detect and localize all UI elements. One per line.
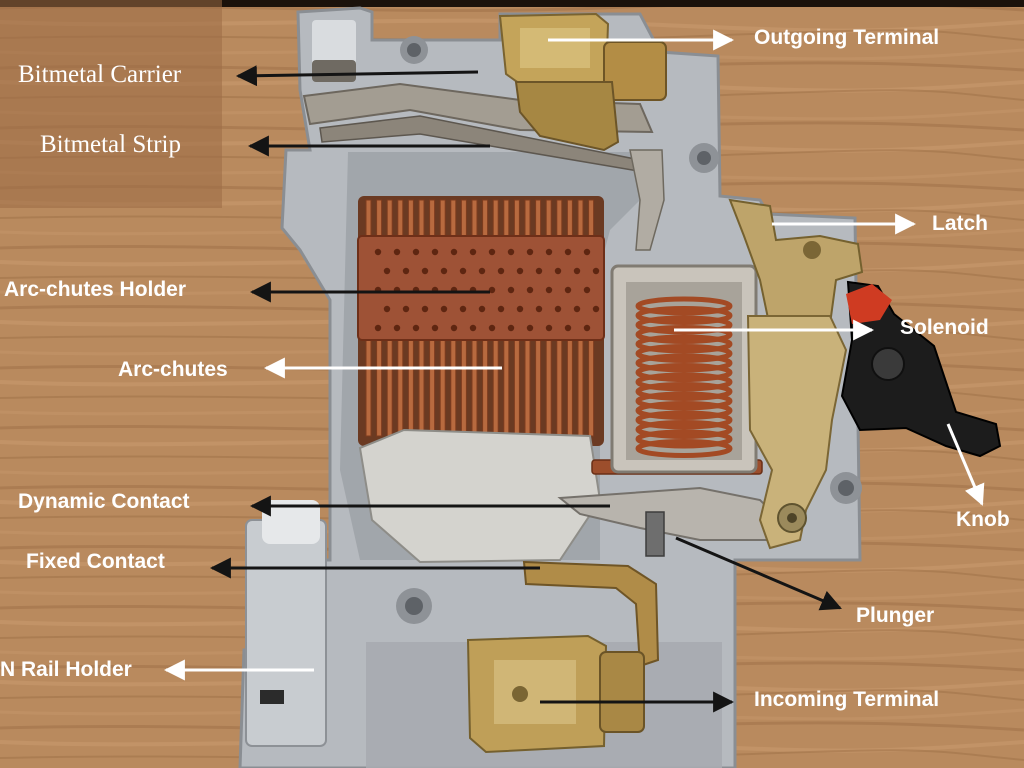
solenoid-coil-turn	[635, 429, 733, 449]
solenoid-coil-turn	[635, 401, 733, 420]
holder-hole	[374, 324, 382, 332]
holder-hole	[592, 267, 600, 275]
arrow-plunger	[675, 536, 842, 611]
holder-hole	[440, 267, 448, 275]
solenoid-coil-turn	[635, 325, 733, 344]
solenoid-coil-turn	[635, 334, 733, 354]
label-plunger: Plunger	[856, 604, 934, 627]
holder-hole	[507, 324, 515, 332]
holder-hole	[488, 286, 496, 294]
solenoid-coil-turn	[635, 296, 733, 316]
holder-hole	[592, 305, 600, 313]
holder-hole	[450, 248, 458, 256]
solenoid-coil-turn	[635, 363, 733, 382]
holder-hole	[478, 267, 486, 275]
holder-hole	[402, 267, 410, 275]
holder-hole	[421, 267, 429, 275]
holder-hole	[583, 286, 591, 294]
label-incoming-terminal: Incoming Terminal	[754, 688, 939, 711]
holder-hole	[535, 267, 543, 275]
holder-hole	[573, 305, 581, 313]
holder-hole	[412, 248, 420, 256]
solenoid-coil-turn	[635, 391, 733, 411]
arrow-knob	[946, 423, 985, 506]
holder-hole	[469, 324, 477, 332]
label-knob: Knob	[956, 508, 1010, 531]
holder-hole	[526, 286, 534, 294]
holder-hole	[554, 267, 562, 275]
holder-hole	[383, 305, 391, 313]
labels: Bitmetal Carrier Bitmetal Strip Arc-chut…	[0, 26, 1010, 711]
solenoid-coil-turn	[635, 344, 733, 363]
label-panel-shading	[0, 0, 222, 208]
label-dynamic-contact: Dynamic Contact	[18, 490, 190, 513]
holder-hole	[412, 324, 420, 332]
outgoing-terminal-part	[498, 12, 667, 152]
latch-mechanism	[728, 198, 882, 550]
holder-hole	[583, 324, 591, 332]
holder-hole	[478, 305, 486, 313]
holder-hole	[583, 248, 591, 256]
holder-hole	[497, 267, 505, 275]
holder-hole	[421, 305, 429, 313]
label-latch: Latch	[932, 212, 988, 235]
holder-hole	[488, 248, 496, 256]
holder-hole	[440, 305, 448, 313]
holder-hole	[450, 324, 458, 332]
label-arc-chutes: Arc-chutes	[118, 358, 228, 381]
leader-arrows	[163, 29, 985, 713]
holder-hole	[564, 324, 572, 332]
solenoid-coil-turn	[635, 420, 733, 439]
holder-hole	[497, 305, 505, 313]
solenoid-coil-turn	[635, 315, 733, 335]
arc-chutes-part	[357, 196, 605, 446]
label-fixed-contact: Fixed Contact	[26, 550, 165, 573]
holder-hole	[564, 286, 572, 294]
arrow-bitmetal-carrier	[235, 65, 479, 87]
top-dark-band	[0, 0, 1024, 7]
solenoid-part	[610, 264, 758, 474]
holder-hole	[573, 267, 581, 275]
holder-hole	[488, 324, 496, 332]
holder-hole	[402, 305, 410, 313]
holder-hole	[459, 305, 467, 313]
solenoid-coil-turn	[635, 353, 733, 373]
solenoid-coil-turn	[635, 372, 733, 392]
label-din-rail-holder: N Rail Holder	[0, 658, 132, 681]
holder-hole	[431, 324, 439, 332]
incoming-terminal-part	[466, 634, 645, 754]
solenoid-coil-turn	[635, 306, 733, 325]
holder-hole	[554, 305, 562, 313]
holder-hole	[393, 248, 401, 256]
holder-hole	[393, 324, 401, 332]
holder-hole	[535, 305, 543, 313]
holder-hole	[507, 248, 515, 256]
holder-hole	[526, 248, 534, 256]
holder-hole	[545, 248, 553, 256]
holder-hole	[516, 267, 524, 275]
holder-hole	[545, 286, 553, 294]
solenoid-coil-turn	[635, 439, 733, 458]
holder-hole	[545, 324, 553, 332]
label-bitmetal-strip: Bitmetal Strip	[40, 131, 181, 158]
holder-hole	[564, 248, 572, 256]
holder-hole	[459, 267, 467, 275]
holder-hole	[526, 324, 534, 332]
solenoid-coil-turn	[635, 410, 733, 430]
knob-part	[840, 280, 1002, 458]
holder-hole	[431, 248, 439, 256]
holder-hole	[383, 267, 391, 275]
holder-hole	[374, 248, 382, 256]
label-arc-chutes-holder: Arc-chutes Holder	[4, 278, 186, 301]
label-solenoid: Solenoid	[900, 316, 989, 339]
holder-hole	[469, 248, 477, 256]
holder-hole	[507, 286, 515, 294]
label-bitmetal-carrier: Bitmetal Carrier	[18, 61, 182, 88]
label-outgoing-terminal: Outgoing Terminal	[754, 26, 939, 49]
solenoid-coil-turn	[635, 382, 733, 401]
holder-hole	[516, 305, 524, 313]
